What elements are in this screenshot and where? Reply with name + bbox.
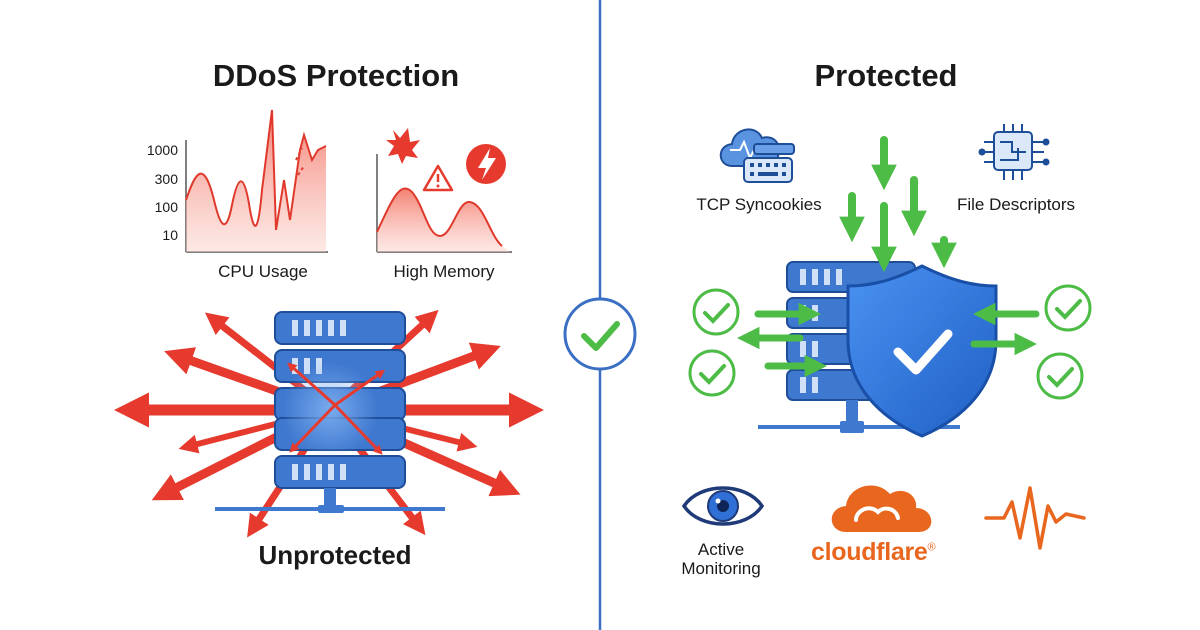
- shield-check-icon: [846, 264, 998, 438]
- check-circle-icon: [688, 284, 1092, 400]
- unprotected-label: Unprotected: [258, 540, 412, 570]
- chart-tick-label: 10: [162, 227, 178, 243]
- cpu-usage-chart: [185, 109, 328, 253]
- high-memory-chart: [376, 154, 512, 253]
- chart-tick-label: 100: [154, 199, 178, 215]
- cloudflare-name: cloudflare: [811, 538, 928, 566]
- registered-mark: ®: [927, 541, 936, 554]
- cloud-keyboard-icon: [719, 128, 795, 183]
- ddos-protection-title: DDoS Protection: [212, 58, 460, 93]
- protected-title: Protected: [814, 58, 958, 93]
- incoming-green-arrows: [737, 136, 1040, 378]
- cpu-usage-caption: CPU Usage: [218, 262, 308, 281]
- high-memory-caption: High Memory: [393, 262, 495, 281]
- active-monitoring-label-line1: Active: [697, 540, 745, 559]
- explosion-icon: [386, 128, 420, 164]
- tcp-syncookies-label: TCP Syncookies: [696, 195, 822, 214]
- chip-icon: [978, 124, 1050, 180]
- center-check-icon: [563, 297, 637, 371]
- chart-tick-label: 1000: [146, 142, 178, 158]
- file-descriptors-label: File Descriptors: [956, 195, 1076, 214]
- cloudflare-cloud-icon: [831, 485, 932, 532]
- inner-attack-arrows: [287, 362, 386, 455]
- cloudflare-wordmark: cloudflare®: [811, 538, 936, 567]
- lightning-icon: [466, 144, 506, 184]
- active-monitoring-label-line2: Monitoring: [681, 559, 761, 578]
- heartbeat-icon: [984, 486, 1086, 550]
- warning-icon: [422, 164, 454, 192]
- eye-icon: [681, 486, 765, 526]
- chart-tick-label: 300: [154, 171, 178, 187]
